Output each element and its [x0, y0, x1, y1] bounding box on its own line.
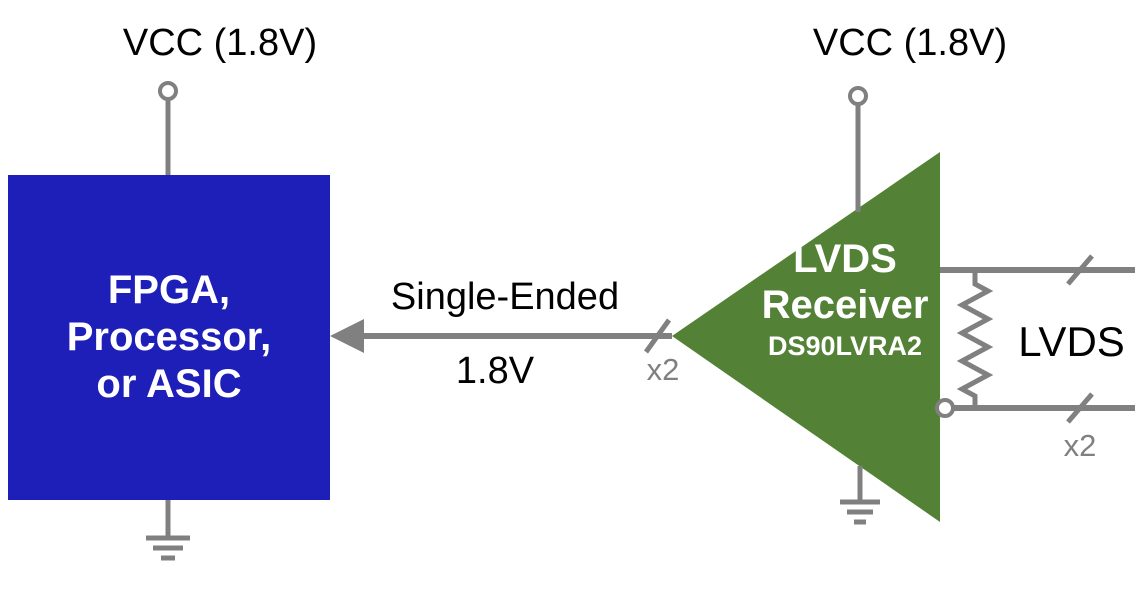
single-ended-label: Single-Ended [390, 276, 620, 318]
lvds-label: LVDS [1018, 318, 1125, 365]
fpga-block-line2: Processor, [66, 314, 272, 359]
voltage-label: 1.8V [455, 350, 535, 392]
receiver-title-line2: Receiver [761, 283, 929, 328]
lvds-receiver-triangle [672, 152, 940, 522]
vcc-right-label: VCC (1.8V) [812, 22, 1008, 64]
bus-count-right-label: x2 [1063, 428, 1097, 463]
bus-width-slash-top-right [1066, 254, 1094, 286]
bus-width-slash-left [643, 318, 672, 354]
ground-left-icon [146, 535, 190, 561]
termination-resistor-icon [956, 270, 994, 408]
receiver-part-number: DS90LVRA2 [767, 330, 923, 361]
fpga-block-line1: FPGA, [107, 267, 231, 312]
receiver-label: LVDS Receiver DS90LVRA2 [700, 236, 990, 362]
ground-right-icon [840, 499, 880, 525]
inverting-input-bubble-icon [935, 398, 955, 418]
bus-width-slash-bottom-right [1066, 392, 1094, 424]
arrowhead-icon [330, 319, 364, 353]
vcc-left-label: VCC (1.8V) [122, 22, 318, 64]
bus-count-left-label: x2 [646, 352, 680, 387]
receiver-title-line1: LVDS [793, 237, 897, 281]
fpga-block-label: FPGA, Processor, or ASIC [8, 175, 330, 500]
fpga-block [8, 175, 330, 500]
fpga-block-line3: or ASIC [96, 362, 242, 407]
vcc-right-node-icon [848, 86, 868, 106]
vcc-left-node-icon [158, 81, 178, 101]
